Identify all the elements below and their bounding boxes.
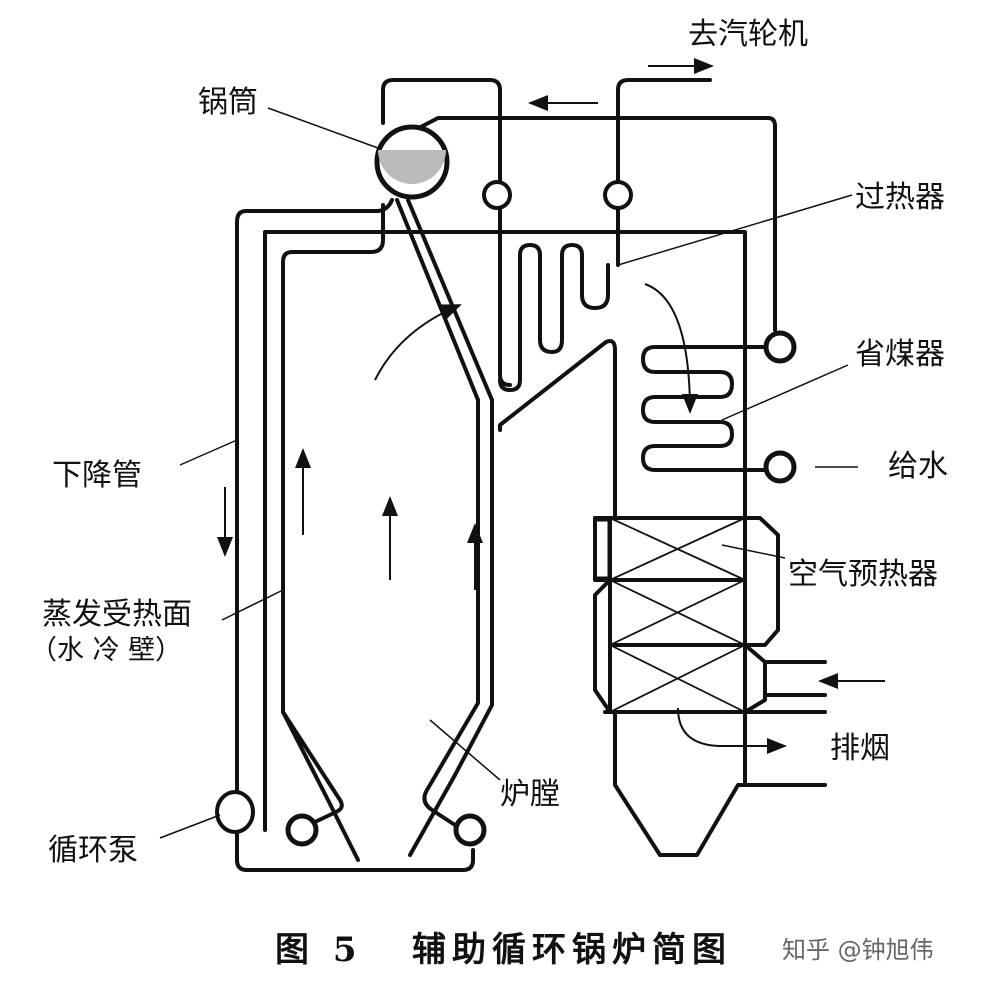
steam-outlet-pipe [616,78,712,267]
figure-number: 图 5 [275,930,363,970]
left-slope-line [281,710,360,862]
back-pass-wall [613,710,827,857]
leader-air-preheater [721,544,786,559]
feedwater-header [763,450,797,484]
riser-tube-b [406,198,494,402]
gas-flow-arrow [374,304,462,381]
air-preheater-rows [603,516,827,714]
leader-pump [159,814,221,839]
riser-tube-a [395,198,480,402]
leader-superheater [617,194,853,266]
label-drum: 锅筒 [198,85,258,120]
leader-furnace [429,719,501,781]
label-superheater: 过热器 [855,180,945,215]
watermark: 知乎 @钟旭伟 [782,936,934,964]
circ-pump-icon [215,790,255,834]
lower-header-left [285,813,319,847]
label-circ-pump: 循环泵 [48,833,138,868]
right-slope-line [408,773,457,857]
flue-out-arrow [677,707,787,754]
second-pass-wall [498,339,617,520]
label-furnace: 炉膛 [500,777,560,812]
air-heater-cross-2 [609,579,746,646]
label-evaporator: 蒸发受热面 [42,597,192,632]
economizer-riser-pipe [413,116,777,332]
economizer-outlet-header [763,330,797,364]
air-preheater-inlet-box [593,518,611,580]
economizer-coil [641,345,767,472]
header-circle-2 [603,180,633,210]
label-water-wall: （水 冷 壁） [30,635,183,666]
leader-economizer [721,364,849,421]
label-feedwater: 给水 [888,449,948,484]
air-heater-cross-1 [609,517,746,581]
leader-downcomer [179,439,238,466]
header-circle-1 [482,180,512,210]
right-water-wall [422,398,480,827]
right-wall-outer [453,398,494,777]
leader-drum [267,107,379,149]
gas-down-arrow [644,283,698,414]
label-economizer: 省煤器 [855,337,945,372]
label-to-turbine: 去汽轮机 [688,17,808,52]
furnace-outer-wall [263,230,747,832]
label-air-preheater: 空气预热器 [788,557,938,592]
label-flue-gas: 排烟 [830,731,890,766]
air-heater-cross-3 [609,644,746,713]
superheater-coil [498,243,610,392]
label-downcomer: 下降管 [52,458,142,493]
left-water-wall [281,203,385,824]
figure-title: 辅助循环锅炉简图 [412,930,732,970]
leader-evaporator [221,589,284,621]
drum-water-fill [378,150,446,184]
lower-header-right [453,813,487,847]
